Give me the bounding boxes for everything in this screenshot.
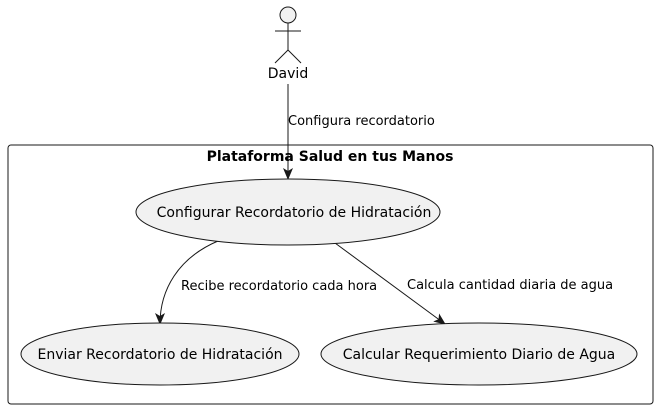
actor-name: David xyxy=(268,66,308,82)
edge-configurar-enviar xyxy=(155,240,219,325)
actor-figure xyxy=(274,6,302,64)
actor-right-leg xyxy=(287,49,302,64)
actor-head xyxy=(279,6,297,24)
edge-label-recibe: Recibe recordatorio cada hora xyxy=(181,279,377,294)
edge-label-configura: Configura recordatorio xyxy=(288,114,435,129)
edge-configurar-calcular xyxy=(334,242,446,325)
actor-left-leg xyxy=(274,49,289,64)
usecase-calcular-label: Calcular Requerimiento Diario de Agua xyxy=(343,347,616,363)
usecase-configurar-label: Configurar Recordatorio de Hidratación xyxy=(157,205,432,221)
usecase-enviar-label: Enviar Recordatorio de Hidratación xyxy=(37,347,282,363)
edge-label-calcula: Calcula cantidad diaria de agua xyxy=(407,278,613,293)
usecase-calcular xyxy=(320,322,638,386)
usecase-enviar xyxy=(20,322,300,386)
usecase-configurar xyxy=(135,178,441,246)
system-title: Plataforma Salud en tus Manos xyxy=(207,149,454,165)
